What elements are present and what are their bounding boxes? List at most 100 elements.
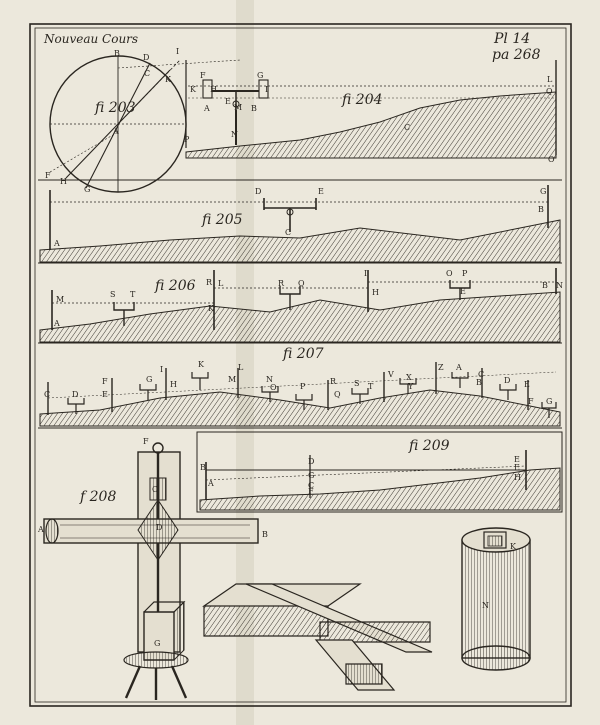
f203-letter: B — [114, 49, 120, 58]
f209-letter: C — [308, 481, 315, 490]
fig-209-frame — [196, 431, 563, 513]
f205-letter: B — [538, 205, 544, 214]
f206-letter: T — [130, 290, 136, 299]
f206-letter: L — [218, 279, 224, 288]
tube-letter: N — [482, 601, 489, 610]
f204-letter: H — [210, 85, 217, 94]
f204-letter: M — [234, 103, 243, 112]
channel-level-pieces — [202, 583, 433, 691]
fig-203-caption: fi 203 — [95, 100, 136, 116]
f204-letter: G — [257, 71, 264, 80]
f204-letter: K — [190, 85, 196, 94]
f203-letter: K — [165, 75, 171, 84]
f203-letter: F — [45, 171, 51, 180]
fig-209-terrain — [199, 467, 561, 511]
fig-209-caption: fi 209 — [409, 438, 450, 454]
f207-letter: L — [238, 363, 244, 372]
fig-205-terrain — [39, 219, 561, 263]
f207-letter: X — [406, 373, 412, 382]
plate-border-outer — [29, 23, 572, 707]
fig-206-leveling — [39, 268, 561, 343]
f203-letter: C — [144, 69, 151, 78]
f207-letter: Z — [438, 363, 444, 372]
f206-letter: K — [208, 304, 214, 313]
f204-letter: O — [548, 155, 555, 164]
f207-letter: I — [160, 365, 164, 374]
f206-letter: N — [556, 281, 563, 290]
f207-letter: C — [44, 390, 51, 399]
f208-letter: A — [38, 525, 44, 534]
f206-letter: P — [462, 269, 468, 278]
f204-letter: I — [265, 85, 269, 94]
f207-letter: T — [368, 382, 374, 391]
f207-letter: A — [456, 363, 462, 372]
f203-letter: A — [113, 127, 119, 136]
fig-204-leveling — [185, 60, 557, 159]
f207-letter: F — [102, 377, 108, 386]
f207-letter: O — [270, 383, 277, 392]
f203-letter: G — [84, 185, 91, 194]
f209-letter: B — [200, 463, 206, 472]
f207-letter: R — [330, 377, 337, 386]
fig-204-caption: fi 204 — [342, 92, 383, 108]
f204-letter: E — [225, 97, 231, 106]
f208-letter: F — [143, 437, 149, 446]
f208-letter: G — [154, 639, 161, 648]
f207-letter: E — [102, 390, 108, 399]
f206-letter: O — [446, 269, 453, 278]
f203-letter: H — [60, 177, 67, 186]
fig-207-leveling — [39, 362, 561, 427]
f209-letter: D — [308, 457, 315, 466]
f206-letter: A — [54, 319, 60, 328]
fig-209-leveling — [199, 450, 561, 511]
plate-border-inner — [34, 27, 567, 703]
f207-letter: Y — [408, 382, 414, 391]
fig-204-terrain — [185, 91, 557, 159]
f206-letter: R — [278, 279, 285, 288]
f209-letter: H — [514, 473, 521, 482]
plate-header-title: Nouveau Cours — [44, 32, 139, 46]
f205-letter: C — [285, 228, 292, 237]
f209-letter: A — [208, 479, 214, 488]
f206-letter: H — [372, 288, 379, 297]
f209-letter: E — [514, 463, 520, 472]
f207-letter: G — [546, 397, 553, 406]
f204-letter: P — [184, 135, 190, 144]
f206-letter: M — [56, 295, 65, 304]
f204-letter: C — [404, 123, 411, 132]
f207-letter: C — [478, 370, 485, 379]
f206-letter: S — [110, 290, 116, 299]
f205-letter: G — [540, 187, 547, 196]
fig-207-terrain — [39, 389, 561, 427]
f206-letter: E — [460, 287, 466, 296]
f207-letter: E — [524, 380, 530, 389]
f205-letter: A — [54, 239, 60, 248]
f209-letter: G — [308, 471, 315, 480]
f207-letter: K — [198, 360, 204, 369]
plate-number: Pl 14 — [494, 31, 531, 47]
f204-letter: A — [204, 104, 210, 113]
f204-letter: N — [231, 130, 238, 139]
fig-207-caption: fi 207 — [283, 346, 324, 362]
fig-206-caption: fi 206 — [155, 278, 196, 294]
f206-letter: Q — [298, 279, 305, 288]
f207-letter: F — [528, 397, 534, 406]
f206-letter: R — [206, 278, 213, 287]
f207-letter: Q — [334, 390, 341, 399]
f207-letter: G — [146, 375, 153, 384]
f207-letter: B — [476, 378, 482, 387]
f207-letter: H — [170, 380, 177, 389]
f203-letter: D — [143, 53, 150, 62]
f204-letter: L — [547, 75, 553, 84]
fig-208-caption: f 208 — [80, 489, 117, 505]
f207-letter: P — [300, 382, 306, 391]
fig-205-leveling — [39, 185, 561, 263]
f207-letter: V — [388, 370, 394, 379]
f208-letter: C — [152, 485, 159, 494]
f207-letter: M — [228, 375, 237, 384]
f206-letter: I — [364, 269, 368, 278]
f207-letter: N — [266, 375, 273, 384]
page-reference: pa 268 — [492, 47, 541, 63]
paper-fold — [236, 0, 254, 725]
